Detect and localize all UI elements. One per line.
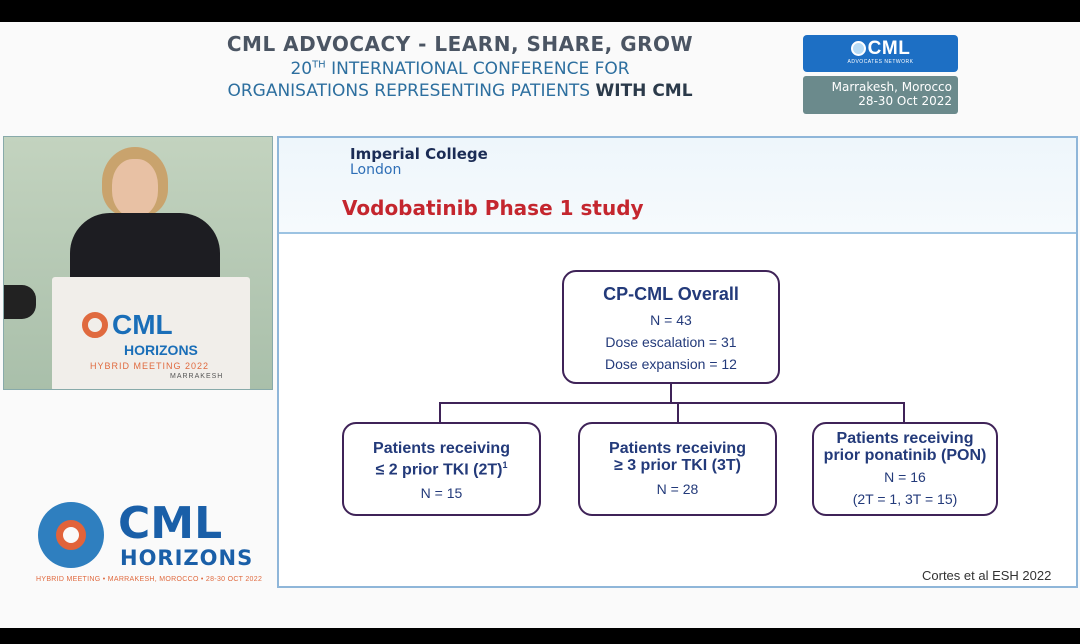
slide-header: Imperial College London Vodobatinib Phas…	[279, 138, 1076, 234]
letterbox-top	[0, 0, 1080, 22]
slide-title: Vodobatinib Phase 1 study	[342, 196, 644, 220]
event-location-badge: Marrakesh, Morocco 28-30 Oct 2022	[803, 76, 958, 114]
horizons-mark-icon	[38, 502, 104, 568]
podium-logo: CML	[82, 309, 173, 341]
letterbox-bottom	[0, 628, 1080, 644]
conference-edition: 20TH INTERNATIONAL CONFERENCE FOR	[290, 59, 630, 79]
connector-line	[439, 402, 905, 404]
presentation-slide: Imperial College London Vodobatinib Phas…	[277, 136, 1078, 588]
connector-line	[670, 382, 672, 402]
conference-subtitle: ORGANISATIONS REPRESENTING PATIENTS WITH…	[227, 81, 693, 101]
cml-advocates-logo: CML ADVOCATES NETWORK	[803, 35, 958, 72]
stream-stage: CML ADVOCACY - LEARN, SHARE, GROW 20TH I…	[0, 22, 1080, 628]
connector-line	[903, 402, 905, 422]
institution-logo: Imperial College	[350, 145, 488, 163]
overall-cohort-box: CP-CML Overall N = 43 Dose escalation = …	[562, 270, 780, 384]
conference-title: CML ADVOCACY - LEARN, SHARE, GROW 20TH I…	[180, 32, 740, 101]
cml-horizons-logo: CML HORIZONS HYBRID MEETING • MARRAKESH,…	[36, 498, 263, 583]
connector-line	[677, 402, 679, 422]
camera-icon	[4, 285, 36, 319]
horizons-ring-icon	[82, 312, 108, 338]
cohort-box-pon: Patients receiving prior ponatinib (PON)…	[812, 422, 998, 516]
speaker-video: CML HORIZONS HYBRID MEETING 2022 MARRAKE…	[3, 136, 273, 390]
globe-icon	[850, 41, 866, 56]
cohort-box-2t: Patients receiving ≤ 2 prior TKI (2T)1 N…	[342, 422, 541, 516]
cohort-box-3t: Patients receiving ≥ 3 prior TKI (3T) N …	[578, 422, 777, 516]
citation: Cortes et al ESH 2022	[922, 568, 1052, 583]
speaker-face	[112, 159, 158, 217]
conference-tagline: CML ADVOCACY - LEARN, SHARE, GROW	[226, 32, 694, 56]
connector-line	[439, 402, 441, 422]
